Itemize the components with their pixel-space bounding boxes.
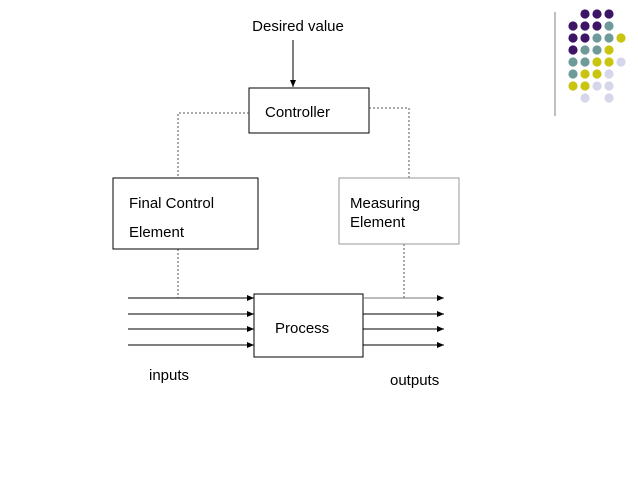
process-label: Process — [275, 320, 329, 337]
decorative-dot — [580, 9, 590, 19]
decorative-dot — [616, 33, 626, 43]
controller-label: Controller — [265, 104, 330, 121]
measuring-to-controller-signal — [369, 107, 410, 178]
decorative-dot — [580, 81, 590, 91]
decorative-dot — [580, 69, 590, 79]
final-control-element-box — [112, 177, 259, 250]
decorative-dot — [592, 81, 602, 91]
outputs-label: outputs — [390, 372, 439, 389]
decorative-dot — [592, 21, 602, 31]
measuring-element-box — [338, 177, 460, 245]
decorative-dot — [568, 45, 578, 55]
decorative-dot — [568, 57, 578, 67]
decorative-dot — [568, 33, 578, 43]
desired-value-label: Desired value — [252, 18, 344, 35]
decorative-dot — [604, 81, 614, 91]
decorative-dot — [580, 21, 590, 31]
decorative-dot — [592, 33, 602, 43]
decorative-dot — [604, 57, 614, 67]
decorative-dot — [616, 57, 626, 67]
decorative-dot — [580, 33, 590, 43]
final-control-label-line1: Final Control — [129, 195, 214, 212]
decorative-dot — [604, 69, 614, 79]
decorative-dot — [592, 69, 602, 79]
decorative-dot — [592, 9, 602, 19]
decorative-dot — [604, 93, 614, 103]
controller-box — [248, 87, 370, 134]
decorative-dot — [592, 57, 602, 67]
process-box — [253, 293, 364, 358]
decorative-dot — [604, 9, 614, 19]
controller-to-final-control-signal — [177, 112, 249, 178]
decorative-dot — [580, 93, 590, 103]
measuring-label-line1: Measuring — [350, 195, 420, 212]
decorative-dot — [568, 69, 578, 79]
decorative-dot — [580, 45, 590, 55]
decorative-dot — [604, 33, 614, 43]
decorative-dot — [568, 21, 578, 31]
final-control-label-line2: Element — [129, 224, 185, 241]
decorative-dot-grid — [568, 9, 626, 103]
measuring-label-line2: Element — [350, 214, 406, 231]
decorative-dot — [568, 81, 578, 91]
decorative-dot — [580, 57, 590, 67]
inputs-label: inputs — [149, 367, 189, 384]
decorative-dot — [604, 21, 614, 31]
decorative-dot — [592, 45, 602, 55]
decorative-dot — [604, 45, 614, 55]
